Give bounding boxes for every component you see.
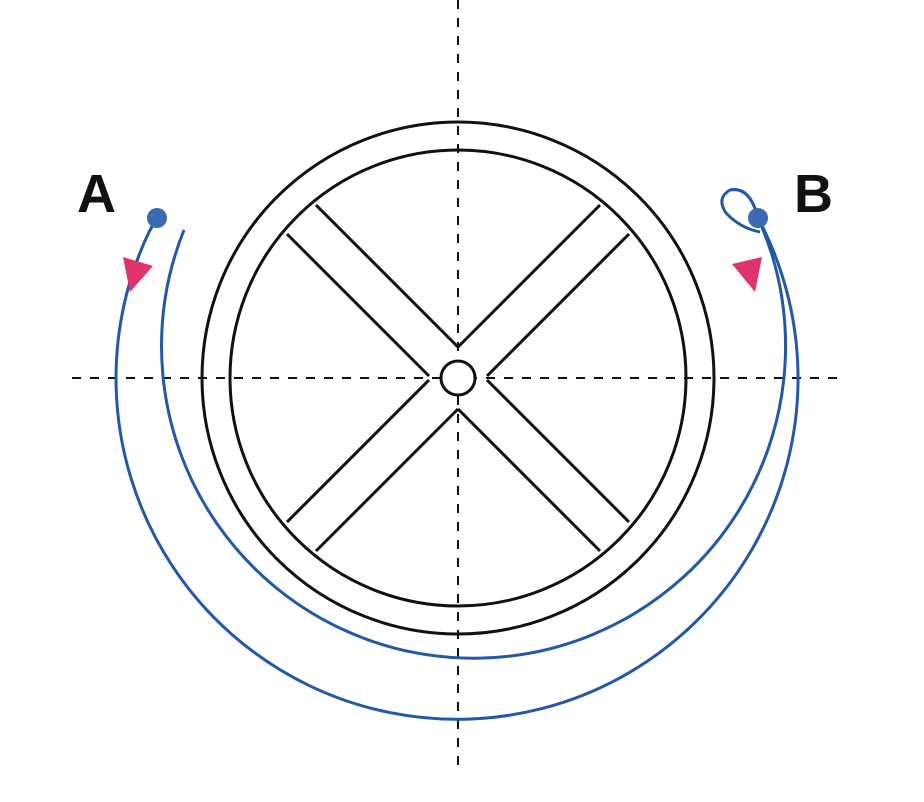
wheel [200, 120, 716, 636]
direction-arrow-left [123, 257, 153, 292]
wheel-inner-rim [228, 148, 688, 608]
spoke-bottom-right [456, 378, 631, 553]
coil-outer-path [114, 217, 800, 721]
label-a: A [77, 164, 116, 224]
label-b: B [794, 164, 833, 224]
direction-arrow-right [732, 257, 762, 292]
coil-inner-path [160, 188, 788, 660]
spoke-bottom-left [285, 378, 460, 553]
wheel-hub [439, 359, 477, 397]
spoke-top-right [456, 203, 631, 378]
endpoint-a-dot [147, 208, 167, 228]
wheel-outer-rim [200, 120, 716, 636]
spoke-top-left [285, 203, 460, 378]
coil-wire [114, 188, 800, 721]
endpoint-b-dot [748, 208, 768, 228]
